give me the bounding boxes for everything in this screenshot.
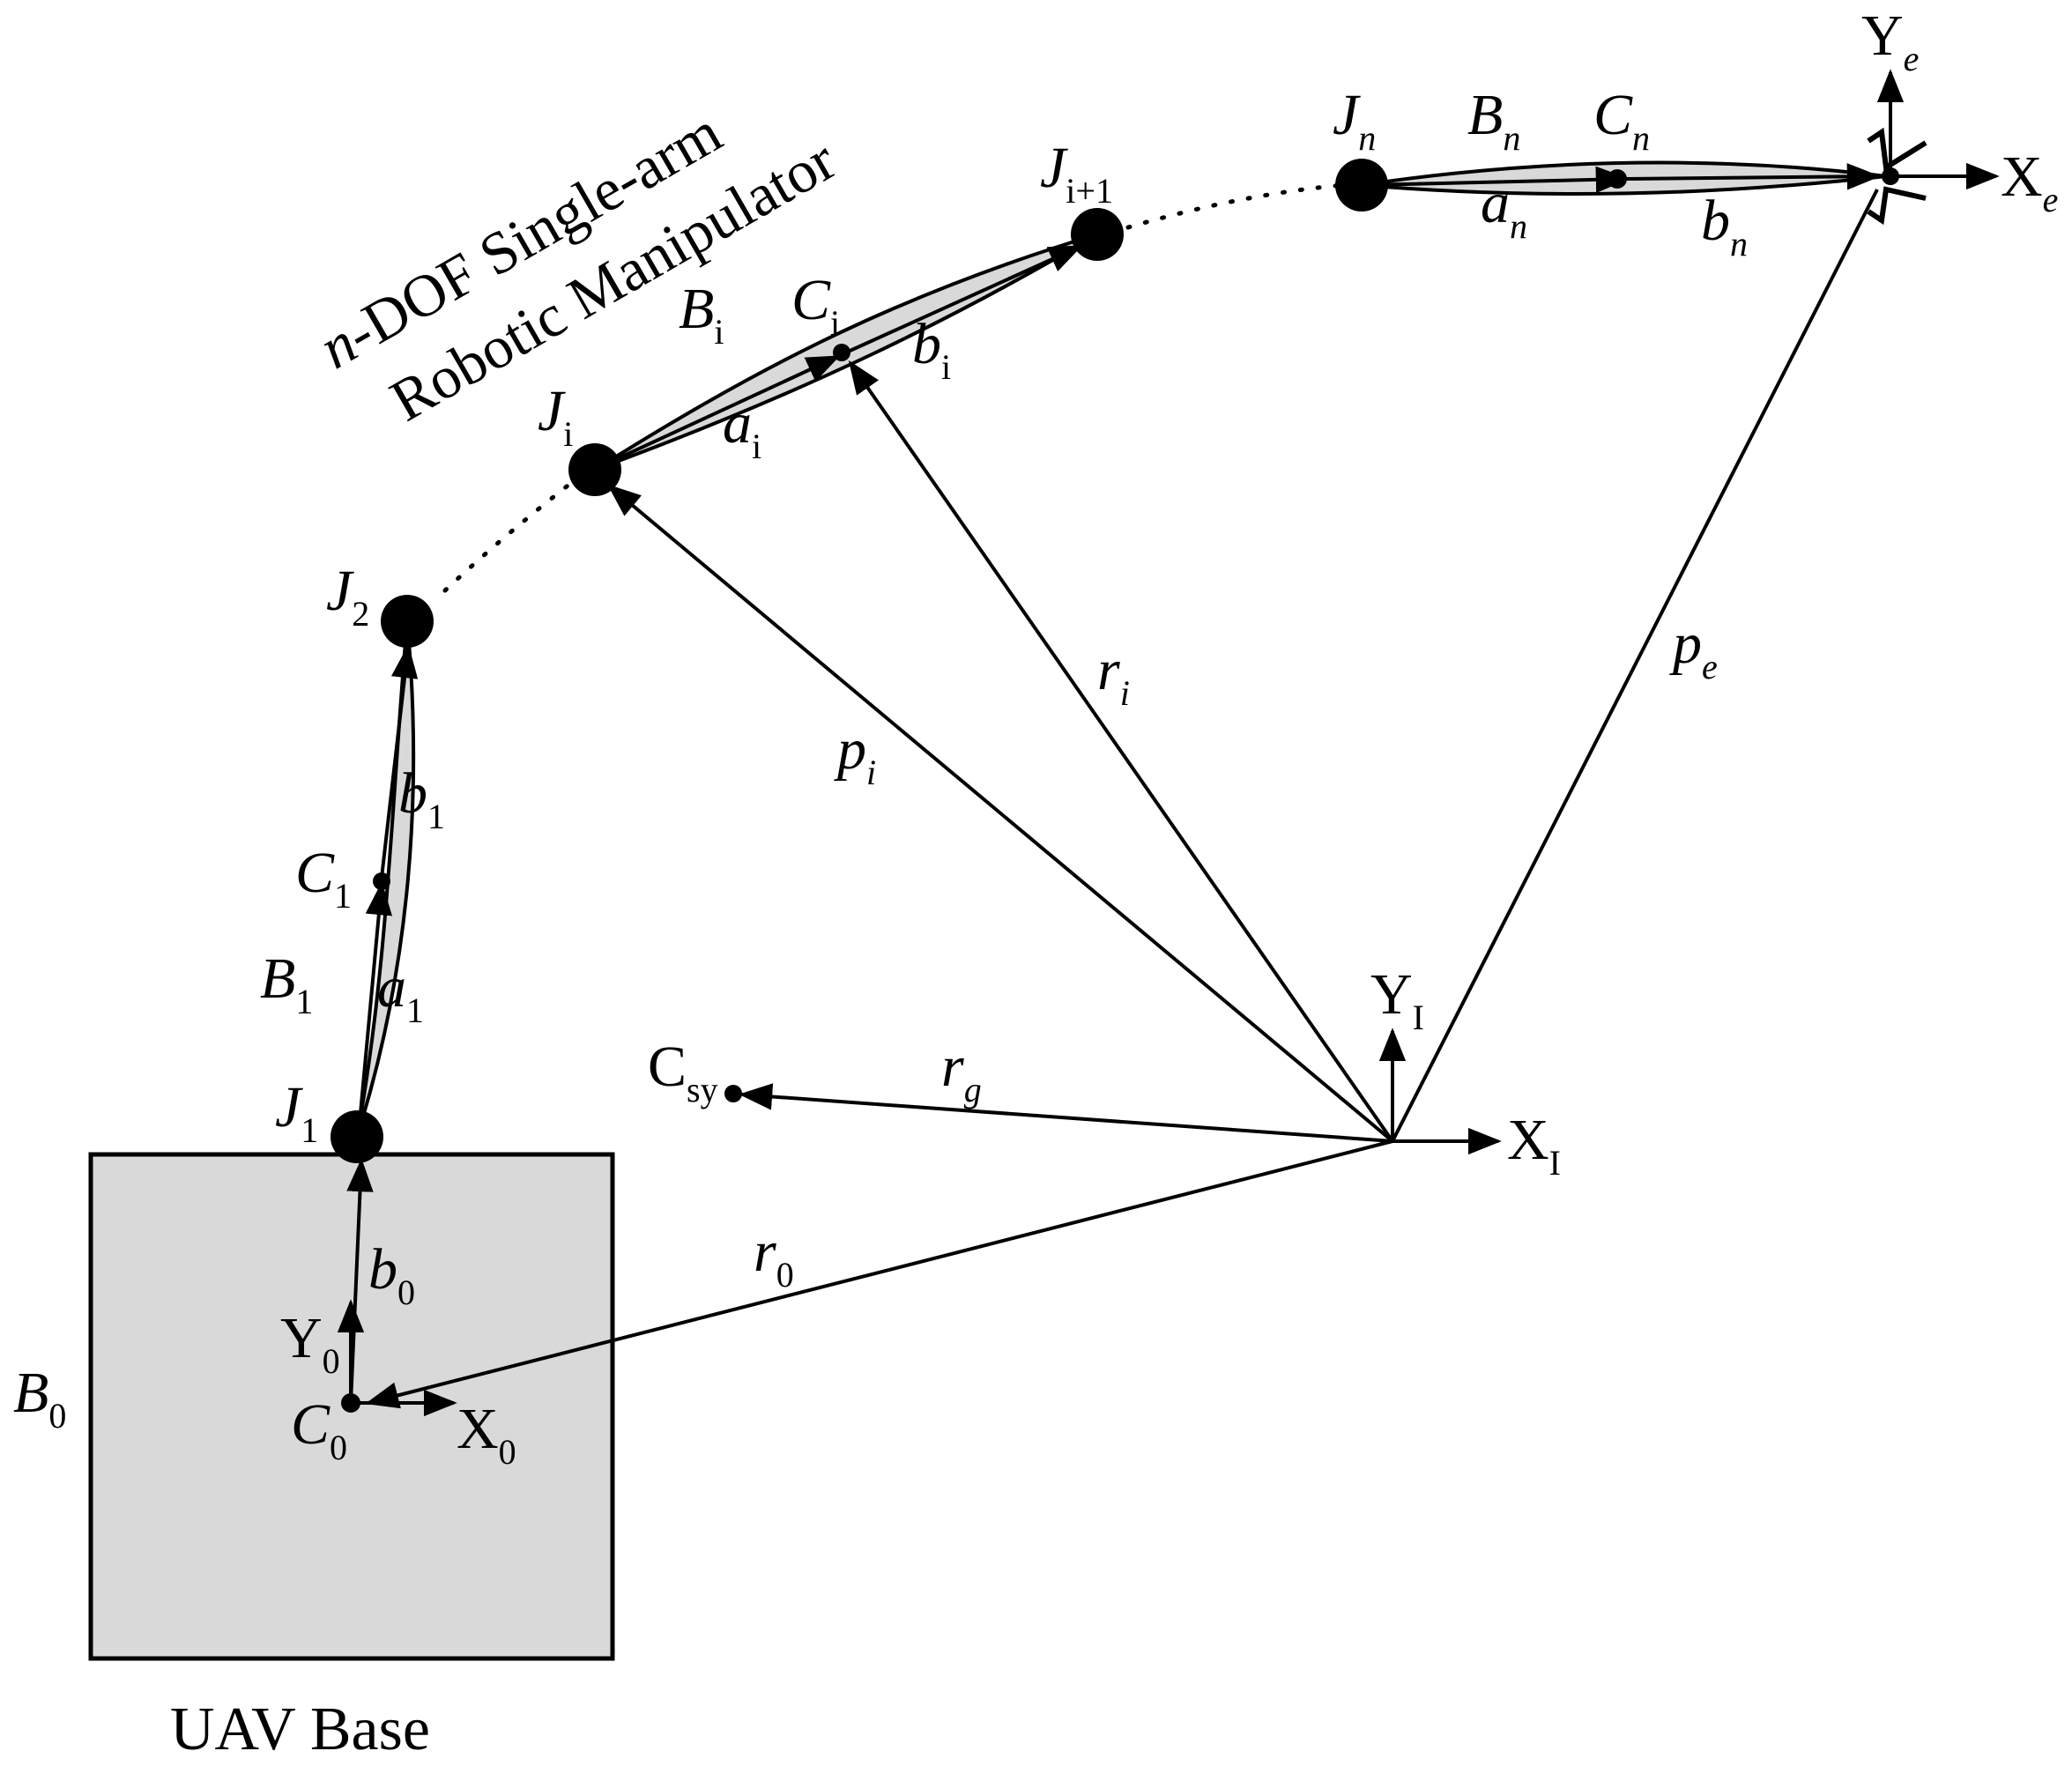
ri-vector bbox=[848, 360, 1394, 1143]
b1-vector bbox=[380, 644, 419, 879]
b1-body-label: B1 bbox=[260, 946, 313, 1021]
cn-label: Cn bbox=[1593, 83, 1650, 158]
csy-point bbox=[724, 1085, 742, 1102]
gripper-icon bbox=[1867, 127, 1927, 226]
an-vector bbox=[1365, 166, 1630, 194]
ji-label: Ji bbox=[538, 379, 573, 454]
uav-base-caption: UAV Base bbox=[170, 1696, 430, 1763]
j1-label: J1 bbox=[275, 1075, 318, 1150]
dotted-link-i1-n bbox=[1125, 182, 1347, 230]
ri-label: ri bbox=[1097, 638, 1130, 713]
yi-label: YI bbox=[1370, 962, 1424, 1037]
r0-label: r0 bbox=[754, 1220, 794, 1295]
r0-vector bbox=[365, 1139, 1393, 1409]
c1-label: C1 bbox=[295, 841, 352, 916]
cn-point bbox=[1608, 169, 1627, 189]
joint-2 bbox=[381, 595, 434, 648]
c0-label: C0 bbox=[291, 1392, 347, 1467]
xi-label: XI bbox=[1507, 1108, 1561, 1183]
xe-label: Xe bbox=[2001, 145, 2058, 219]
csy-label: Csy bbox=[648, 1035, 718, 1109]
c1-point bbox=[373, 872, 390, 890]
ai-label: ai bbox=[723, 391, 761, 466]
ci-point bbox=[833, 344, 850, 361]
dotted-link-2-i bbox=[442, 469, 589, 593]
an-label: an bbox=[1481, 171, 1527, 246]
bi-label: bi bbox=[912, 312, 951, 387]
a1-label: a1 bbox=[377, 955, 424, 1030]
rg-vector bbox=[739, 1083, 1393, 1143]
joint-i-plus-1 bbox=[1071, 208, 1124, 261]
bn-vector bbox=[1625, 163, 1881, 190]
j2-label: J2 bbox=[326, 559, 369, 634]
a1-vector bbox=[357, 881, 392, 1133]
ye-label: Ye bbox=[1861, 4, 1919, 78]
ai-vector bbox=[598, 355, 841, 469]
b0-body-label: B0 bbox=[13, 1361, 66, 1436]
rg-label: rg bbox=[941, 1035, 982, 1109]
jn-label: Jn bbox=[1333, 83, 1376, 158]
joint-i bbox=[568, 443, 621, 496]
b1-label: b1 bbox=[398, 761, 445, 836]
bn-body-label: Bn bbox=[1467, 83, 1520, 158]
pe-label: pe bbox=[1669, 612, 1718, 686]
end-effector-point bbox=[1882, 167, 1899, 185]
pi-vector bbox=[607, 484, 1394, 1143]
joint-n bbox=[1335, 159, 1388, 211]
ji-plus-1-label: Ji+1 bbox=[1040, 136, 1113, 211]
bn-label: bn bbox=[1701, 189, 1748, 263]
y0-label: Y0 bbox=[280, 1306, 340, 1381]
ci-label: Ci bbox=[791, 268, 840, 343]
pe-vector bbox=[1391, 189, 1879, 1142]
c0-point bbox=[341, 1393, 360, 1413]
pi-label: pi bbox=[834, 717, 876, 792]
b0-label: b0 bbox=[368, 1237, 415, 1312]
bi-body-label: Bi bbox=[679, 277, 724, 352]
joint-1 bbox=[330, 1110, 383, 1163]
bi-vector bbox=[845, 245, 1083, 354]
x0-label: X0 bbox=[457, 1397, 516, 1472]
